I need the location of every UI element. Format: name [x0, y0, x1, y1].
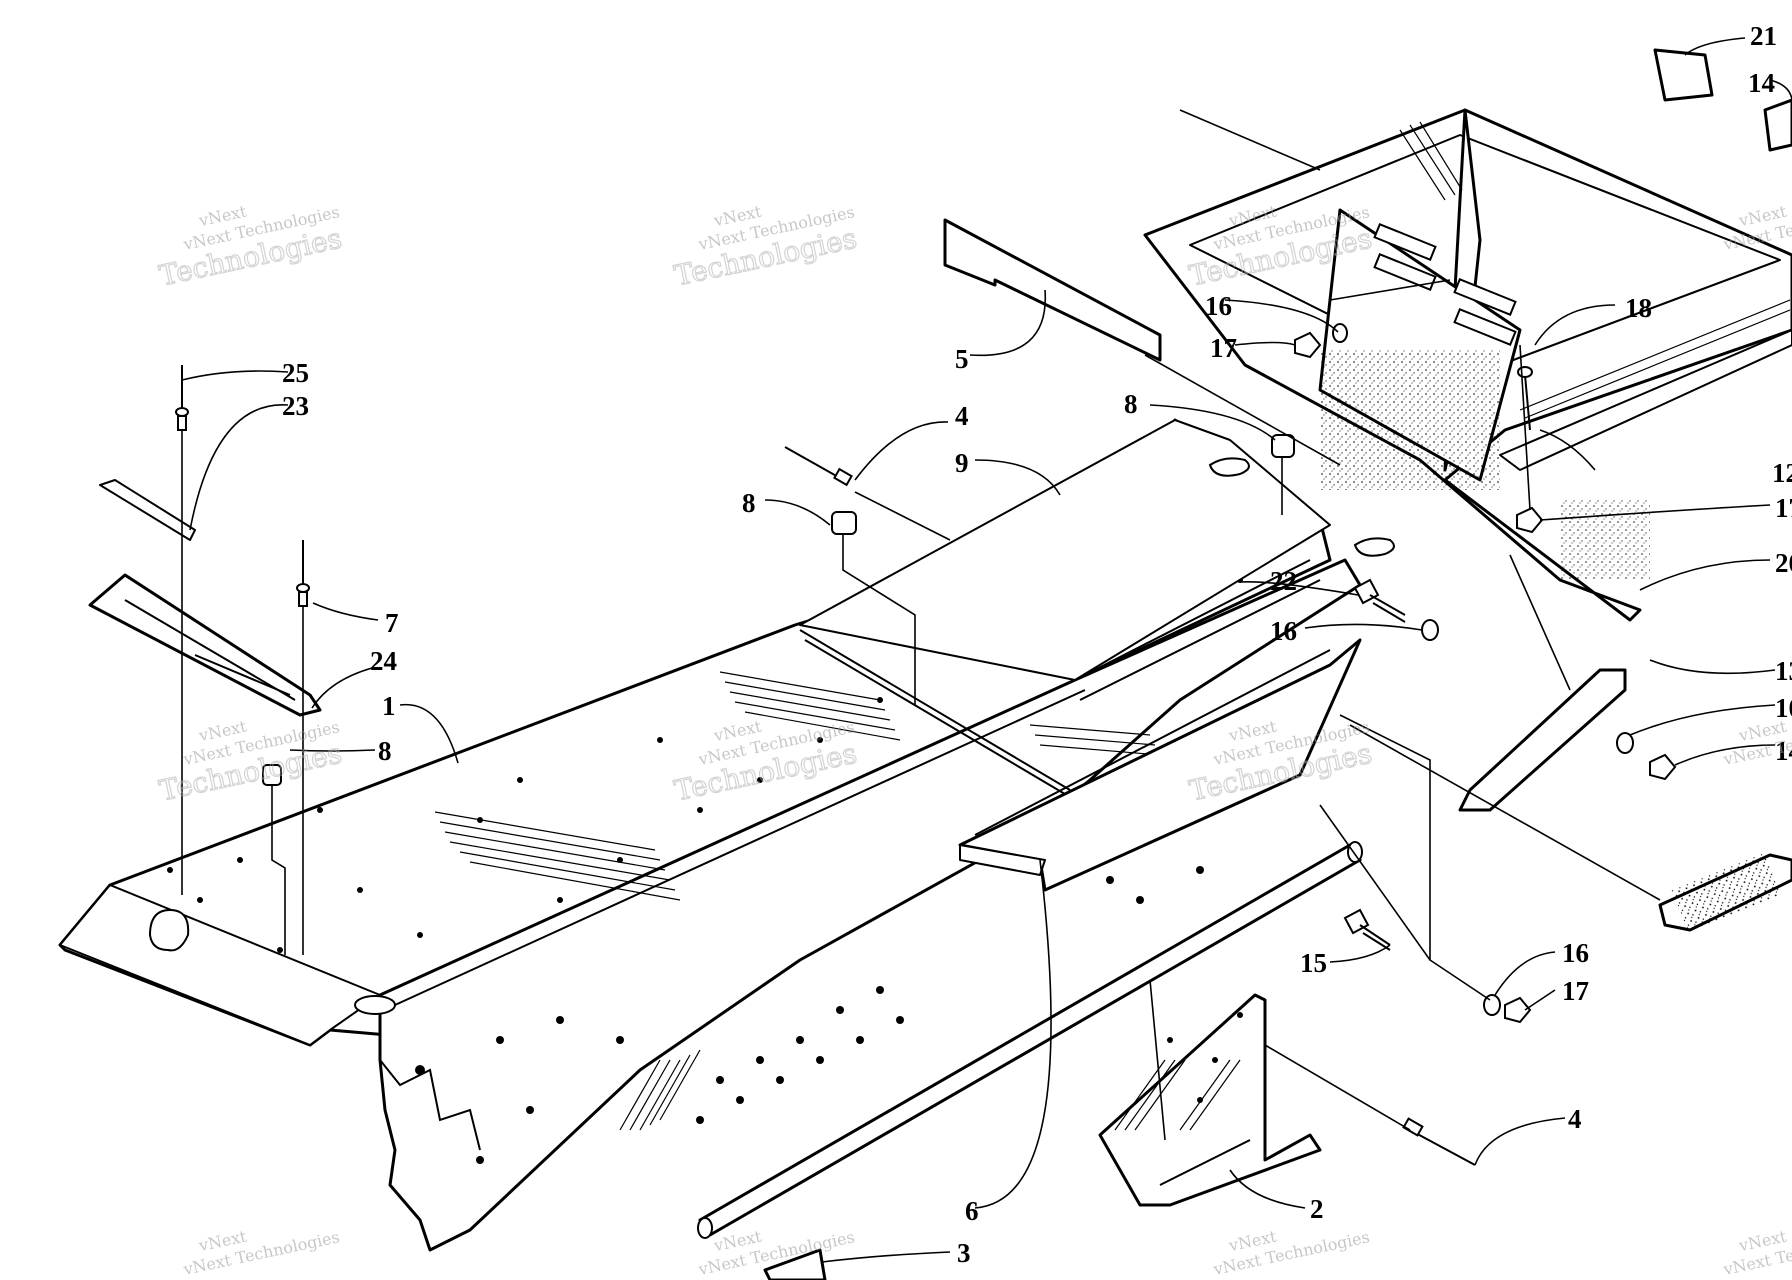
callout-14-top: 14 — [1748, 68, 1775, 98]
callout-8-left: 8 — [378, 736, 392, 766]
callout-21: 21 — [1750, 21, 1777, 51]
plate-part-14 — [1763, 98, 1792, 152]
callout-16-lower: 16 — [1562, 938, 1589, 968]
callout-8-right: 8 — [1124, 389, 1138, 419]
callout-24: 24 — [370, 646, 397, 676]
callout-labels: 1 2 3 4 4 5 6 7 8 8 8 9 10 12 13 14 14 1… — [282, 21, 1792, 1268]
handle-part-13 — [1458, 668, 1627, 812]
callout-15: 15 — [1300, 948, 1327, 978]
deck-holes — [167, 537, 1243, 1164]
rivet-part-7 — [296, 540, 310, 607]
nut-part-17-right — [1516, 506, 1544, 534]
rear-bumper-assembly — [1143, 108, 1792, 622]
bolt-part-15 — [1343, 908, 1391, 951]
callout-14-right: 14 — [1775, 736, 1792, 766]
leader-lines — [181, 37, 1792, 1263]
washer-part-16-upper — [1332, 323, 1348, 343]
plate-part-21 — [1653, 48, 1714, 102]
washer-part-16-lower — [1483, 994, 1501, 1016]
plug-part-8-center — [831, 511, 857, 535]
bracket-part-23 — [99, 479, 196, 541]
callout-6: 6 — [965, 1196, 979, 1226]
callout-10: 10 — [1775, 693, 1792, 723]
callout-13: 13 — [1775, 656, 1792, 686]
tunnel-rail-part-6 — [958, 559, 1362, 892]
callout-2: 2 — [1310, 1194, 1324, 1224]
pin-part-4-lower — [1402, 1117, 1476, 1166]
callout-18: 18 — [1625, 293, 1652, 323]
callout-4-upper: 4 — [955, 401, 969, 431]
callout-8-center: 8 — [742, 488, 756, 518]
plug-part-8-right — [1271, 434, 1295, 458]
watermark-11: vNext vNext Technologies — [1211, 1227, 1371, 1280]
watermark-12: vNext vNext Technologies — [1721, 1227, 1792, 1280]
callout-17-lower: 17 — [1562, 976, 1589, 1006]
pin-part-4-upper — [784, 446, 853, 487]
callout-1: 1 — [382, 691, 396, 721]
reflector — [1658, 852, 1792, 932]
plate-part-3 — [763, 1248, 827, 1280]
callout-17-right: 17 — [1775, 493, 1792, 523]
rivet-part-25 — [175, 365, 189, 431]
bolt-part-22 — [1353, 578, 1406, 623]
callout-25: 25 — [282, 358, 309, 388]
watermark-9: vNext vNext Technologies — [181, 1227, 341, 1280]
bracket-part-2 — [1098, 993, 1322, 1207]
strip-part-24 — [88, 573, 322, 717]
nut-part-17-upper — [1294, 331, 1322, 359]
rear-deck-part-9 — [799, 419, 1395, 681]
callout-17-upper: 17 — [1210, 333, 1237, 363]
callout-4-lower: 4 — [1568, 1104, 1582, 1134]
washer-part-16-mid — [1421, 619, 1439, 641]
watermark-2: vNext vNext Technologies Technologies — [671, 202, 860, 294]
callout-9: 9 — [955, 448, 969, 478]
nut-part-17-lower — [1504, 996, 1532, 1024]
watermark-4: vNext vNext Technologies — [1721, 202, 1792, 255]
callout-16-mid: 16 — [1270, 616, 1297, 646]
watermark-1: vNext vNext Technologies Technologies — [156, 202, 345, 294]
watermark-5: vNext vNext Technologies Technologies — [156, 717, 345, 809]
callout-12: 12 — [1772, 458, 1792, 488]
callout-5: 5 — [955, 344, 969, 374]
callout-22: 22 — [1270, 566, 1297, 596]
sidewall-hatching — [619, 1049, 701, 1131]
callout-16-upper: 16 — [1205, 291, 1232, 321]
nut-part-14-right — [1649, 753, 1677, 781]
callout-23: 23 — [282, 391, 309, 421]
callout-3: 3 — [957, 1238, 971, 1268]
callout-7: 7 — [385, 608, 399, 638]
callout-20: 20 — [1775, 548, 1792, 578]
washer-part-16-right — [1616, 732, 1634, 754]
flap-part-5 — [943, 218, 1162, 362]
